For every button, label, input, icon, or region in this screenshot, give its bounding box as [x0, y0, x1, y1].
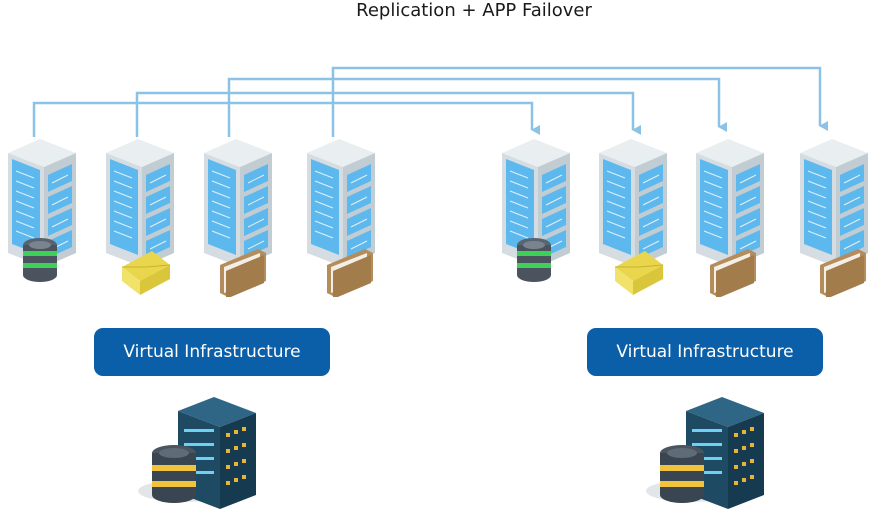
diagram-title: Replication + APP Failover	[356, 0, 592, 21]
virtual-infrastructure-button-target[interactable]: Virtual Infrastructure	[587, 328, 823, 376]
connector-mail	[135, 91, 641, 137]
database-icon	[23, 238, 57, 282]
connector-database	[32, 101, 540, 137]
target-datacenter-icon	[646, 397, 764, 509]
virtual-infrastructure-button-source[interactable]: Virtual Infrastructure	[94, 328, 330, 376]
target-server-mail	[598, 138, 668, 296]
source-server-mail	[105, 138, 175, 296]
target-server-database	[501, 138, 571, 282]
connector-folder-1	[227, 77, 727, 137]
connector-folder-2	[331, 66, 828, 137]
source-server-files-2	[306, 138, 376, 297]
database-icon	[517, 238, 551, 282]
source-server-files-1	[203, 138, 273, 297]
target-server-files-2	[799, 138, 869, 297]
source-datacenter-icon	[138, 397, 256, 509]
target-server-files-1	[695, 138, 765, 297]
source-server-database	[7, 138, 77, 282]
